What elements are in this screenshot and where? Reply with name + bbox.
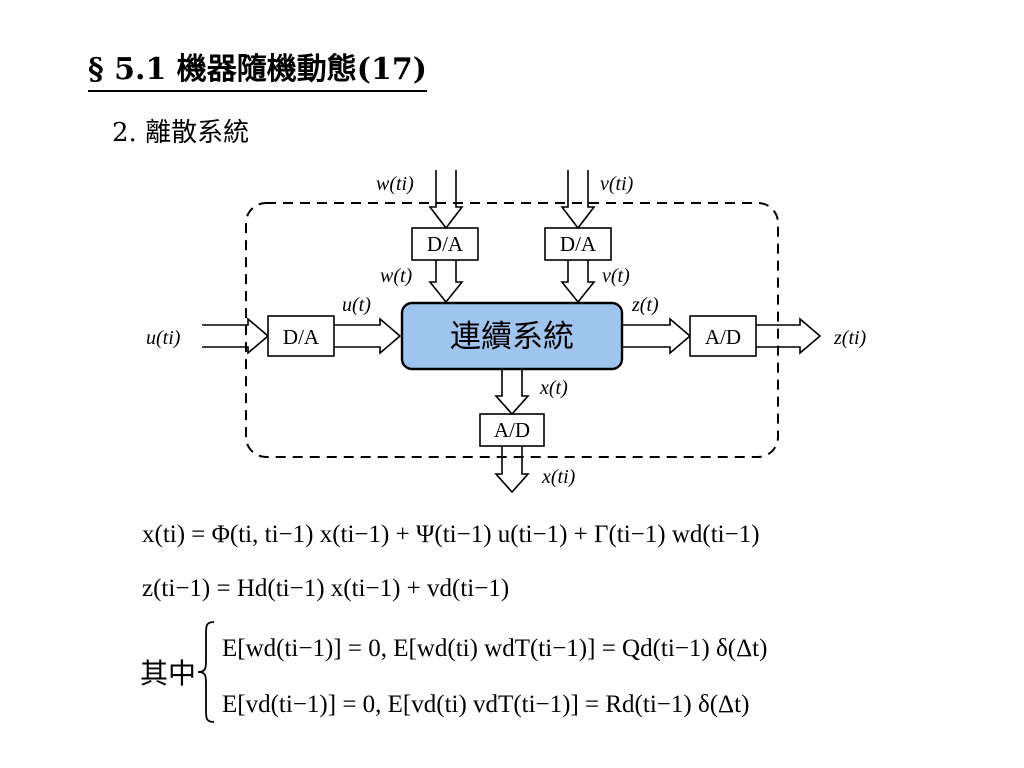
arrow-z-ti [756, 317, 822, 355]
da-top-right-label: D/A [560, 232, 597, 256]
ad-bottom-block [479, 413, 545, 447]
da-top-right-block [544, 227, 612, 261]
arrow-v-t [560, 260, 596, 304]
label-x-ti: x(ti) [541, 466, 576, 488]
label-u-t: u(t) [342, 294, 371, 316]
equation-process-noise: E[wd(ti−1)] = 0, E[wd(ti) wdT(ti−1)] = Q… [222, 635, 768, 662]
where-label: 其中 [140, 657, 197, 690]
label-w-ti: w(ti) [376, 173, 414, 195]
curly-brace [197, 621, 215, 723]
label-z-t: z(t) [631, 294, 659, 316]
continuous-system-block [400, 301, 624, 371]
da-top-left-label: D/A [427, 232, 464, 256]
arrow-z-t [622, 317, 692, 355]
equation-measurement-noise: E[vd(ti−1)] = 0, E[vd(ti) vdT(ti−1)] = R… [222, 691, 750, 718]
da-top-left-block [411, 227, 479, 261]
system-boundary [245, 202, 779, 458]
arrow-w-t [428, 260, 464, 304]
label-v-ti: v(ti) [600, 173, 634, 195]
label-z-ti: z(ti) [833, 327, 867, 349]
continuous-system-label: 連續系統 [450, 319, 574, 355]
arrow-v-ti [560, 170, 596, 230]
equation-state: x(ti) = Φ(ti, ti−1) x(ti−1) + Ψ(ti−1) u(… [142, 521, 760, 548]
arrow-x-t [494, 369, 530, 416]
arrow-u-ti [202, 317, 270, 355]
da-input-label: D/A [283, 325, 320, 349]
ad-output-label: A/D [705, 325, 741, 349]
label-x-t: x(t) [539, 377, 568, 399]
da-input-block [267, 315, 335, 357]
ad-output-block [689, 315, 757, 357]
arrow-x-ti [494, 446, 530, 494]
arrow-w-ti [428, 170, 464, 230]
label-v-t: v(t) [602, 265, 630, 287]
section-subtitle: 2. 離散系統 [112, 118, 250, 148]
equation-measurement: z(ti−1) = Hd(ti−1) x(ti−1) + vd(ti−1) [142, 575, 510, 602]
label-u-ti: u(ti) [146, 327, 181, 349]
ad-bottom-label: A/D [494, 418, 530, 442]
label-w-t: w(t) [380, 265, 413, 287]
page-title: § 5.1 機器隨機動態(17) [88, 52, 427, 92]
arrow-u-t [334, 317, 402, 355]
